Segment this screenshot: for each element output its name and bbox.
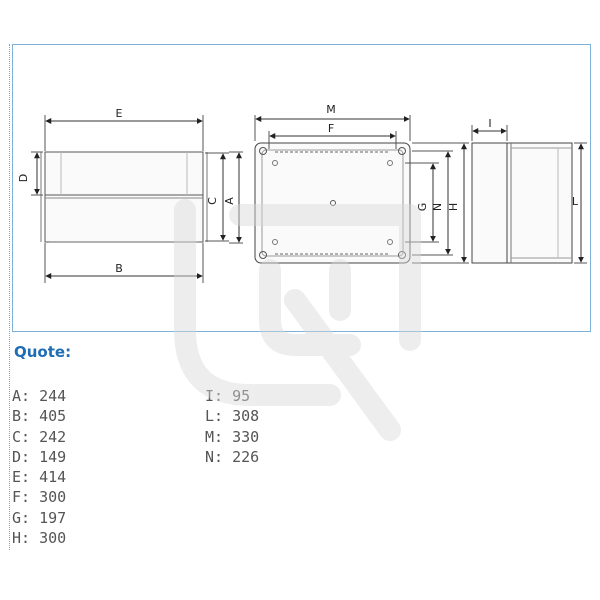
dimension-item: F: 300: [12, 488, 67, 507]
technical-drawing: E B D C A M F G N H I L: [17, 103, 587, 283]
dimension-item: M: 330: [205, 427, 260, 446]
dimension-item: C: 242: [12, 427, 67, 446]
dimension-item: D: 149: [12, 447, 67, 466]
left-dotted-rule: [9, 44, 10, 550]
technical-drawing-frame: E B D C A M F G N H I L: [12, 44, 591, 332]
dimension-item: G: 197: [12, 508, 67, 527]
dimension-item: A: 244: [12, 387, 67, 405]
side-view: [31, 115, 243, 283]
dimension-item: H: 300: [12, 529, 67, 548]
label-m: M: [326, 103, 336, 116]
label-g: G: [416, 203, 429, 212]
end-view: [471, 125, 587, 264]
label-a: A: [223, 197, 236, 205]
dimension-list-1: A: 244 B: 405 C: 242 D: 149 E: 414 F: 30…: [12, 386, 66, 548]
quote-title: Quote:: [14, 343, 72, 361]
label-l: L: [572, 195, 579, 208]
dimension-item: I: 95: [205, 387, 251, 405]
dimension-item: L: 308: [205, 407, 260, 426]
dimension-item: E: 414: [12, 468, 67, 487]
front-view: [254, 115, 469, 264]
dimension-item: N: 226: [205, 447, 260, 466]
label-d: D: [17, 174, 30, 182]
dimension-item: B: 405: [12, 407, 67, 426]
dimension-list-2: I: 95 L: 308 M: 330 N: 226: [205, 386, 259, 467]
label-c: C: [206, 197, 219, 205]
label-i: I: [488, 117, 491, 130]
label-e: E: [116, 107, 123, 120]
label-f: F: [328, 122, 334, 135]
label-b: B: [115, 262, 123, 275]
label-n: N: [431, 203, 444, 211]
label-h: H: [447, 203, 460, 211]
